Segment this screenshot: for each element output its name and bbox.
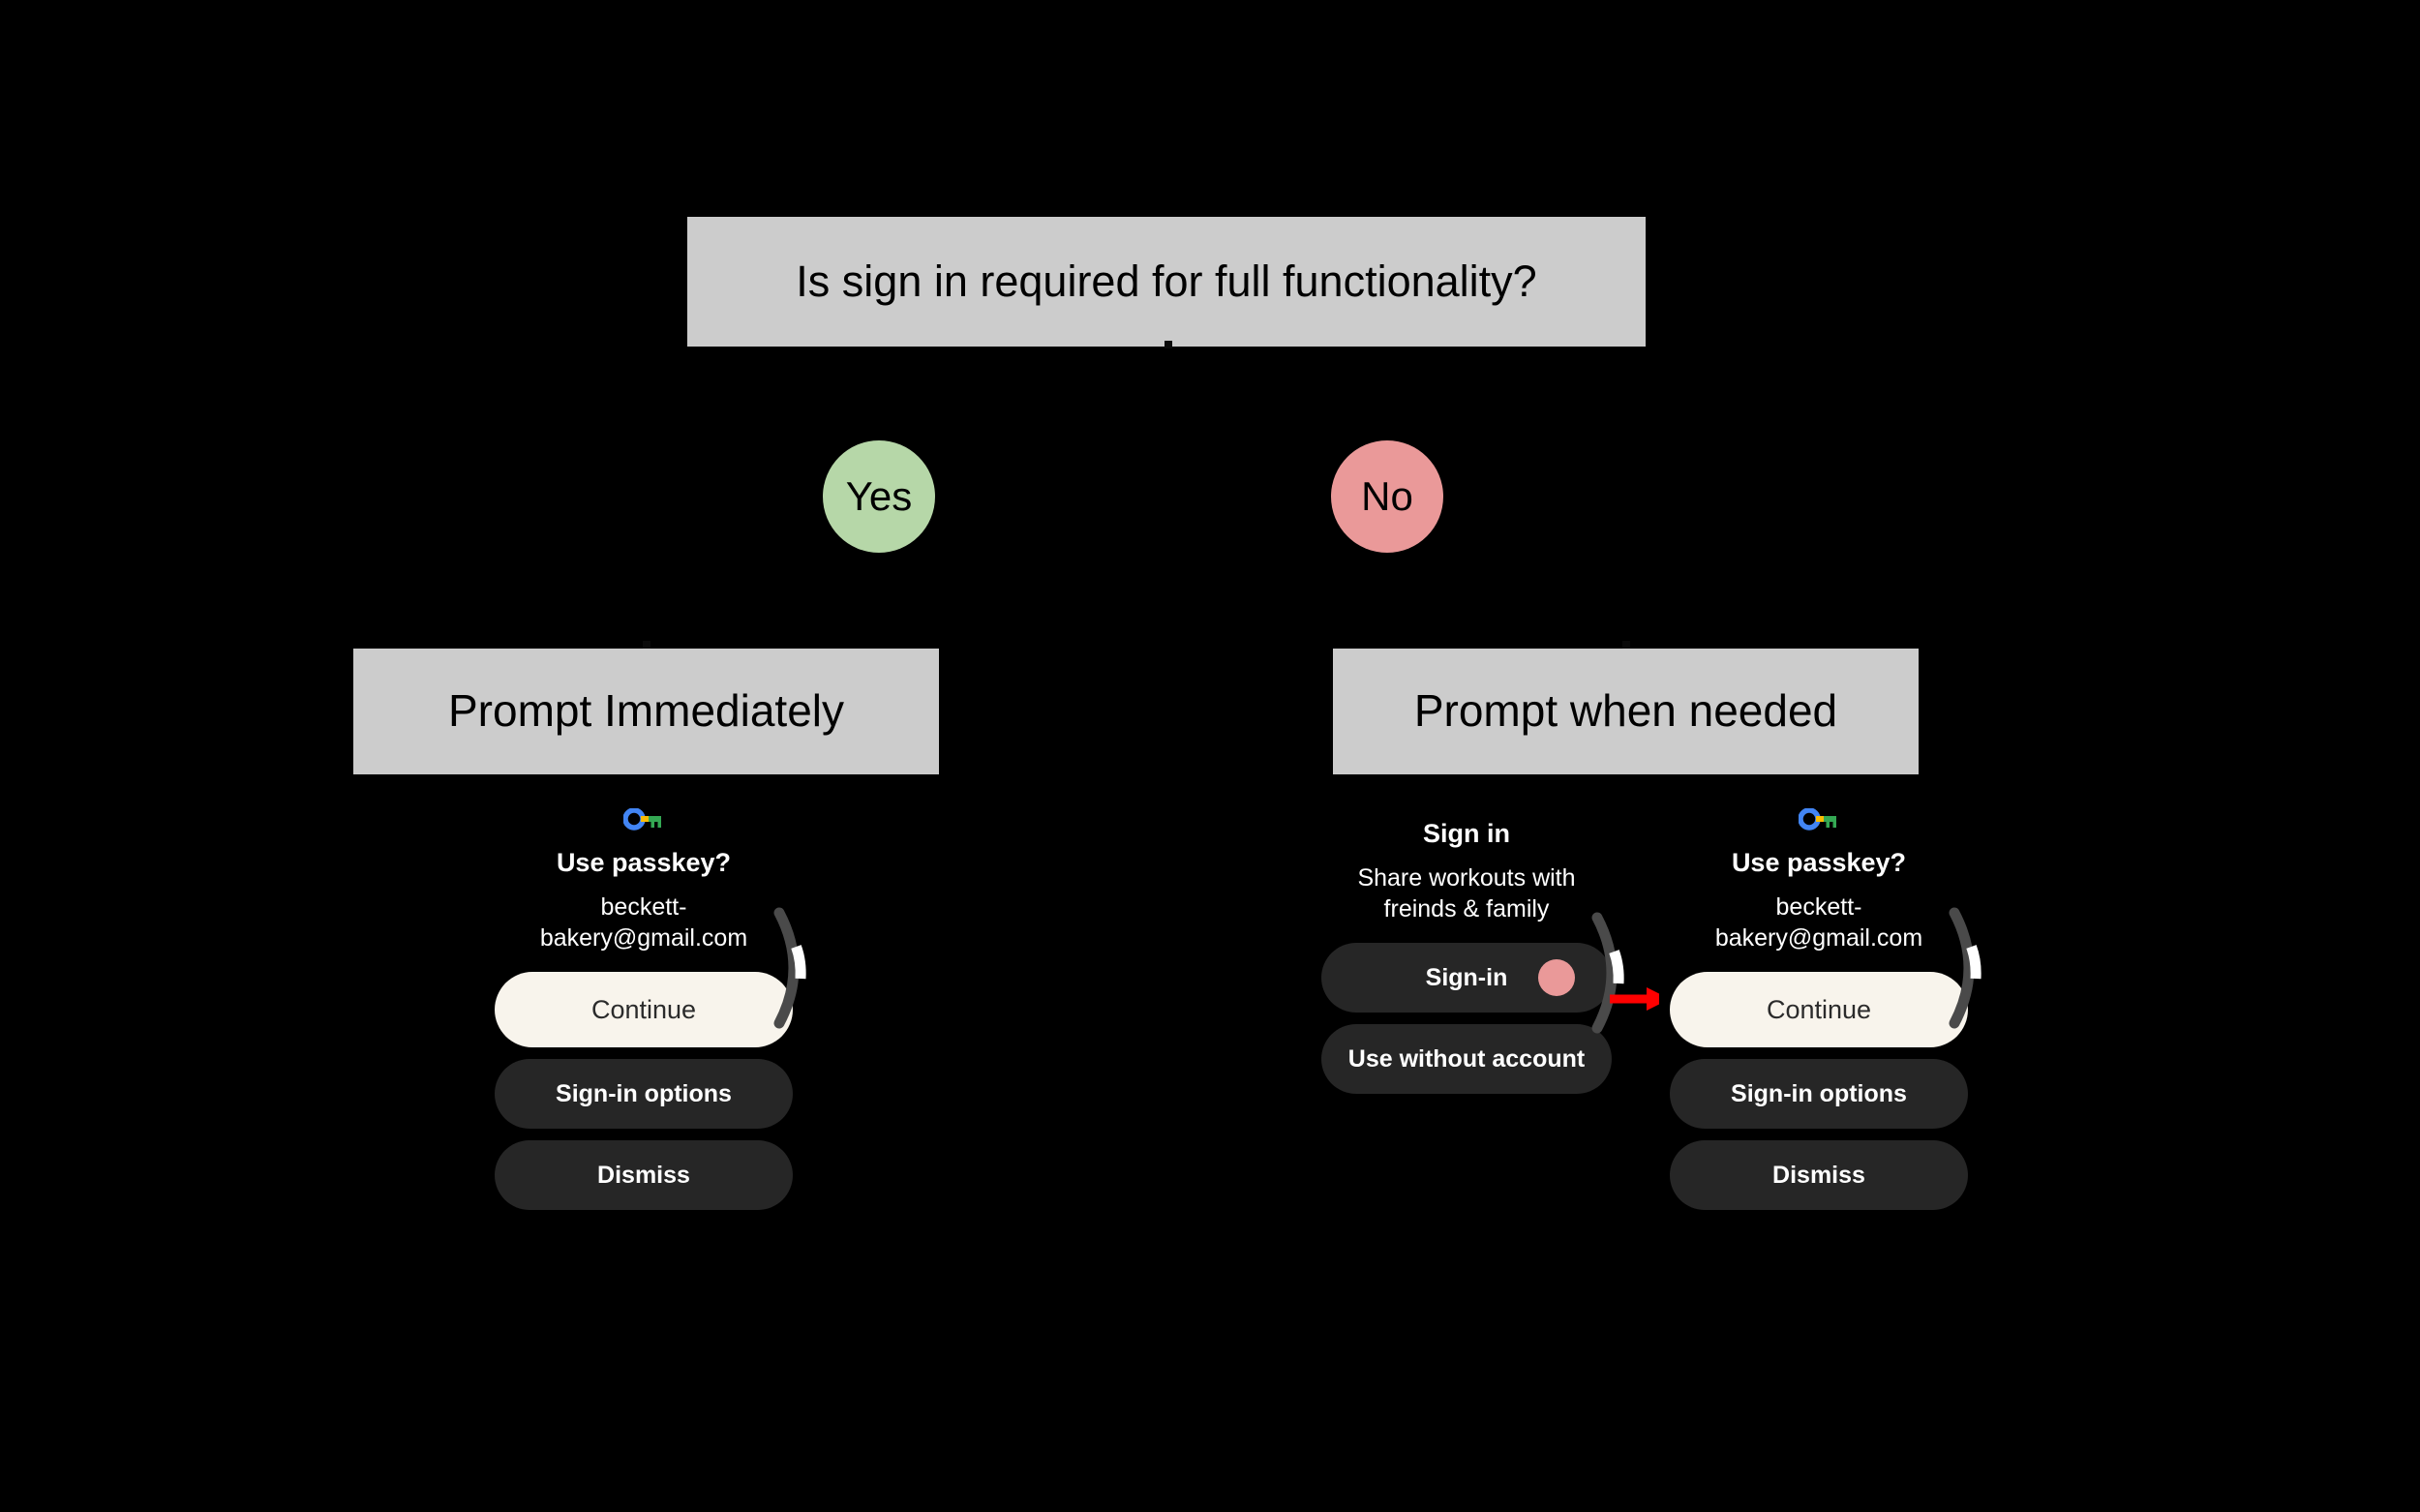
google-passkey-icon xyxy=(1799,808,1836,831)
tap-indicator-dot xyxy=(1538,958,1575,996)
continue-button[interactable]: Continue xyxy=(495,971,793,1047)
annotation-arrow-icon xyxy=(1610,987,1670,1011)
dialog-description: Share workouts with freinds & family xyxy=(1357,863,1576,923)
continue-button[interactable]: Continue xyxy=(1670,971,1968,1047)
sign-in-button[interactable]: Sign-in xyxy=(1321,942,1612,1013)
dialog-title: Sign in xyxy=(1423,819,1510,848)
passkey-dialog-left: Use passkey? beckett-bakery@gmail.com Co… xyxy=(484,808,803,1222)
outcome-box-prompt-when-needed: Prompt when needed xyxy=(1333,649,1919,774)
edge-label-yes: Yes xyxy=(823,440,935,553)
dismiss-button[interactable]: Dismiss xyxy=(495,1139,793,1210)
dialog-title: Use passkey? xyxy=(556,848,732,877)
dialog-title: Use passkey? xyxy=(1731,848,1907,877)
edge-label-no: No xyxy=(1331,440,1443,553)
edge-no-to-right-box xyxy=(1622,641,1630,650)
dialog-account-email: beckett-bakery@gmail.com xyxy=(1714,892,1923,953)
sign-in-options-button[interactable]: Sign-in options xyxy=(495,1058,793,1129)
edge-root-to-branches xyxy=(1165,341,1172,348)
sign-in-button-label: Sign-in xyxy=(1425,963,1508,991)
dismiss-button[interactable]: Dismiss xyxy=(1670,1139,1968,1210)
signin-dialog-middle: Sign in Share workouts with freinds & fa… xyxy=(1307,818,1626,1105)
sign-in-options-button[interactable]: Sign-in options xyxy=(1670,1058,1968,1129)
decision-box-root: Is sign in required for full functionali… xyxy=(687,217,1646,347)
use-without-account-button[interactable]: Use without account xyxy=(1321,1023,1612,1094)
dialog-account-email: beckett-bakery@gmail.com xyxy=(539,892,748,953)
google-passkey-icon xyxy=(623,808,661,831)
passkey-dialog-right: Use passkey? beckett-bakery@gmail.com Co… xyxy=(1659,808,1979,1222)
edge-yes-to-left-box xyxy=(643,641,650,650)
outcome-box-prompt-immediately: Prompt Immediately xyxy=(353,649,939,774)
